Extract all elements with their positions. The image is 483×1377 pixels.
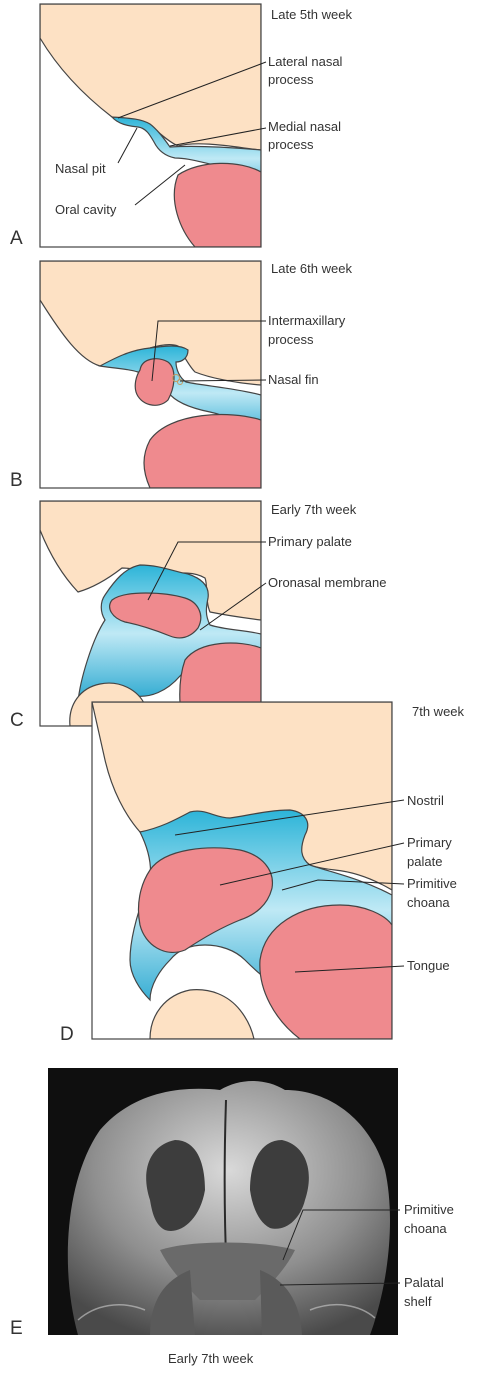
panel-a-letter: A [10,228,23,249]
label-nasal-fin: Nasal fin [268,372,319,387]
label-primitive-choana-e: Primitive [404,1202,454,1217]
panel-c-letter: C [10,710,24,731]
tongue-shape [260,905,392,1039]
label-medial-nasal: Medial nasal [268,119,341,134]
panel-e-stage: Early 7th week [168,1351,254,1366]
label-medial-nasal-2: process [268,137,314,152]
panel-c-stage: Early 7th week [271,502,357,517]
panel-b-letter: B [10,470,23,491]
label-primitive-choana: Primitive [407,876,457,891]
label-primitive-choana-e-2: choana [404,1221,447,1236]
panel-a: A Late 5th week Lateral nasal process Me… [10,4,352,249]
label-oronasal-membrane: Oronasal membrane [268,575,387,590]
label-lateral-nasal: Lateral nasal [268,54,343,69]
label-intermaxillary-2: process [268,332,314,347]
panel-a-stage: Late 5th week [271,7,352,22]
label-lateral-nasal-2: process [268,72,314,87]
panel-e-letter: E [10,1318,23,1339]
label-primary-palate-2: palate [407,854,442,869]
label-primary-palate: Primary [407,835,452,850]
panel-d-letter: D [60,1024,74,1045]
panel-d-stage: 7th week [412,704,465,719]
label-primary-palate: Primary palate [268,534,352,549]
panel-e: E Early 7th week Primitive choana Palata… [10,1068,454,1366]
label-palatal-shelf: Palatal [404,1275,444,1290]
label-nasal-pit: Nasal pit [55,161,106,176]
tongue-shape [174,163,261,247]
panel-b: B Late 6th week Intermaxillary process N… [10,261,352,491]
label-palatal-shelf-2: shelf [404,1294,432,1309]
label-primitive-choana-2: choana [407,895,450,910]
label-nostril: Nostril [407,793,444,808]
panel-b-stage: Late 6th week [271,261,352,276]
label-tongue: Tongue [407,958,450,973]
panel-c: C Early 7th week Primary palate Oronasal… [10,501,387,731]
intermaxillary-process-shape [135,359,174,406]
panel-d: D 7th week Nostril Primary palate Primit… [60,702,465,1045]
label-oral-cavity: Oral cavity [55,202,117,217]
sem-micrograph [68,1081,390,1335]
label-intermaxillary: Intermaxillary [268,313,346,328]
